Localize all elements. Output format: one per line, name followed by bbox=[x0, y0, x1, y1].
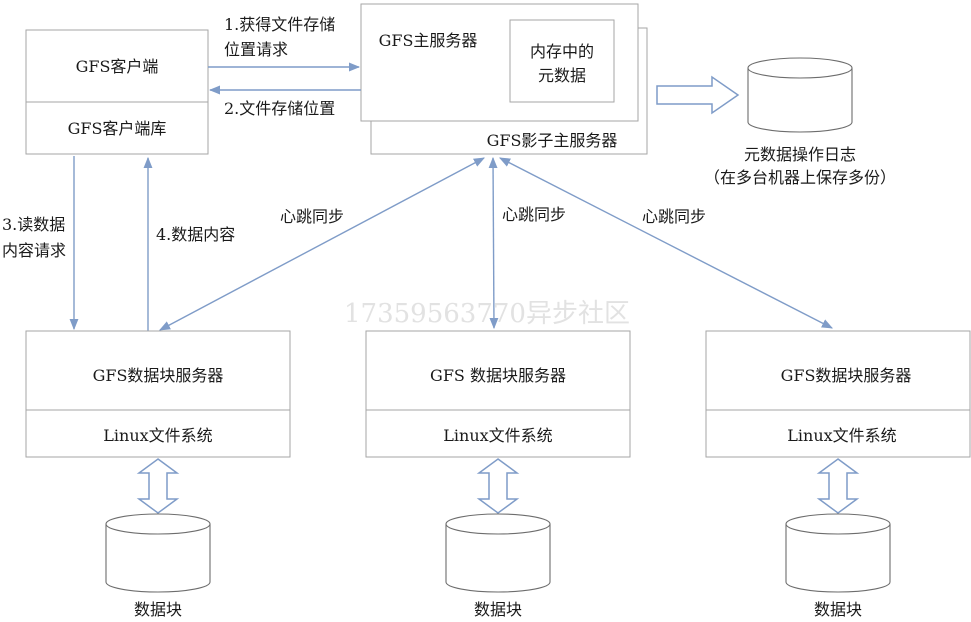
disk-label-2: 数据块 bbox=[474, 600, 522, 619]
request-label-line2: 位置请求 bbox=[224, 40, 288, 59]
memory-line2: 元数据 bbox=[538, 66, 586, 85]
gfs-client-box: GFS客户端 GFS客户端库 bbox=[25, 29, 209, 155]
disk-io-arrow-3 bbox=[816, 458, 860, 514]
read-request-line2: 内容请求 bbox=[2, 241, 66, 260]
chunk-server-2-title: GFS 数据块服务器 bbox=[430, 366, 566, 385]
shadow-master-title: GFS影子主服务器 bbox=[487, 131, 618, 150]
heartbeat-label-2: 心跳同步 bbox=[502, 205, 566, 224]
chunk-server-3-title: GFS数据块服务器 bbox=[781, 366, 912, 385]
oplog-note: （在多台机器上保存多份） bbox=[704, 168, 896, 187]
master-title: GFS主服务器 bbox=[379, 31, 478, 50]
disk-label-1: 数据块 bbox=[134, 600, 182, 619]
chunk-server-1: GFS数据块服务器 Linux文件系统 bbox=[25, 330, 291, 458]
request-label-line1: 1.获得文件存储 bbox=[224, 15, 335, 34]
memory-metadata-box bbox=[509, 19, 615, 103]
oplog-label: 元数据操作日志 bbox=[744, 145, 856, 164]
client-lib: GFS客户端库 bbox=[68, 119, 167, 138]
data-content-label: 4.数据内容 bbox=[156, 225, 235, 244]
response-label: 2.文件存储位置 bbox=[224, 99, 335, 118]
memory-line1: 内存中的 bbox=[530, 42, 594, 61]
oplog-cylinder bbox=[747, 57, 853, 133]
disk-io-arrow-2 bbox=[476, 458, 520, 514]
chunk-server-3: GFS数据块服务器 Linux文件系统 bbox=[705, 330, 971, 458]
log-write-arrow bbox=[656, 75, 740, 115]
heartbeat-arrow-1 bbox=[159, 157, 485, 331]
disk-cylinder-3 bbox=[785, 513, 891, 593]
client-title: GFS客户端 bbox=[76, 57, 159, 76]
heartbeat-label-1: 心跳同步 bbox=[280, 207, 344, 226]
master-server-box: GFS主服务器 内存中的 元数据 bbox=[360, 3, 639, 122]
disk-cylinder-2 bbox=[445, 513, 551, 593]
read-request-line1: 3.读数据 bbox=[2, 215, 65, 234]
chunk-server-3-fs: Linux文件系统 bbox=[787, 426, 896, 445]
chunk-server-2: GFS 数据块服务器 Linux文件系统 bbox=[365, 330, 631, 458]
chunk-server-1-title: GFS数据块服务器 bbox=[93, 366, 224, 385]
disk-label-3: 数据块 bbox=[814, 600, 862, 619]
heartbeat-arrow-3 bbox=[499, 157, 833, 329]
watermark: 17359563770异步社区 bbox=[344, 299, 630, 329]
chunk-server-1-fs: Linux文件系统 bbox=[103, 426, 212, 445]
disk-io-arrow-1 bbox=[136, 458, 180, 514]
heartbeat-label-3: 心跳同步 bbox=[642, 207, 706, 226]
chunk-server-2-fs: Linux文件系统 bbox=[443, 426, 552, 445]
heartbeat-arrow-2 bbox=[488, 156, 499, 330]
disk-cylinder-1 bbox=[105, 513, 211, 593]
